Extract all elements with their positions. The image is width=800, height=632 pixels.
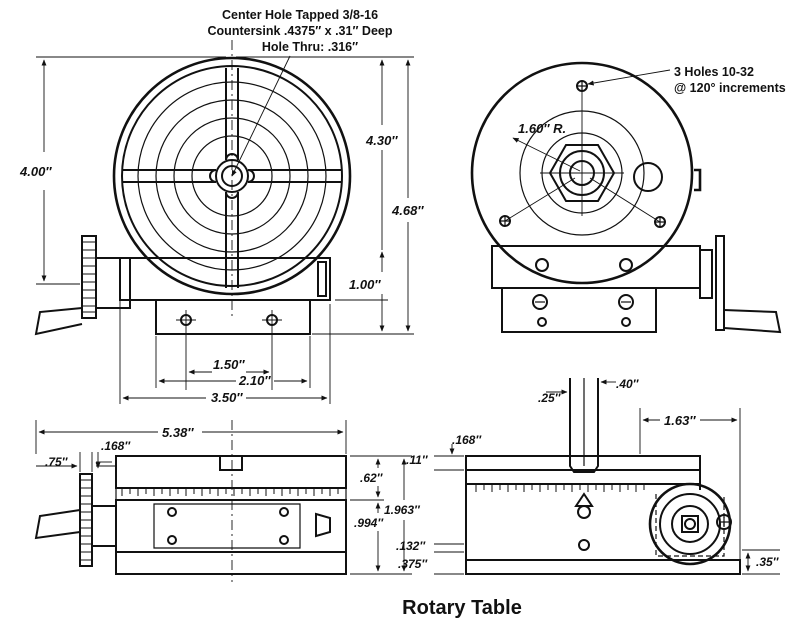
center-hole-note-line2: Countersink .4375″ x .31″ Deep bbox=[208, 24, 393, 38]
side-housing bbox=[115, 499, 347, 553]
dim-collar: .168″ bbox=[101, 439, 131, 453]
dim-height-total: 4.00″ bbox=[19, 164, 52, 179]
dim-hole-spacing: 1.50″ bbox=[213, 357, 245, 372]
holes-note-line1: 3 Holes 10-32 bbox=[674, 65, 754, 79]
dim-table-top: 4.30″ bbox=[365, 133, 398, 148]
front-housing bbox=[119, 257, 331, 301]
dim-base-height: 1.00″ bbox=[349, 277, 381, 292]
dim-radius: 1.60″ R. bbox=[518, 121, 566, 136]
lock-boss bbox=[633, 162, 663, 192]
dim-center: .994″ bbox=[354, 516, 384, 530]
front-view: 4.00″ 4.30″ 4.68″ 1.00″ 1.50″ 2.10″ 3.50… bbox=[19, 40, 424, 405]
section-housing bbox=[465, 484, 660, 561]
dim-top-plate: .62″ bbox=[360, 471, 384, 485]
dim-height: 1.963″ bbox=[384, 503, 421, 517]
side-view: 5.38″ .75″ .168″ .62″ .994″ 1.963″ bbox=[34, 420, 421, 582]
side-base bbox=[115, 551, 347, 575]
center-hole-note: Center Hole Tapped 3/8-16 Countersink .4… bbox=[208, 8, 393, 177]
end-handwheel bbox=[715, 235, 725, 331]
end-base bbox=[501, 287, 657, 333]
dim-length: 5.38″ bbox=[162, 425, 194, 440]
dim-base: .375″ bbox=[398, 557, 428, 571]
center-hole-note-line3: Hole Thru: .316″ bbox=[262, 40, 358, 54]
drawing-title: Rotary Table bbox=[402, 597, 522, 619]
dim-offset: 1.63″ bbox=[664, 413, 696, 428]
mounting-holes bbox=[499, 80, 666, 228]
end-view: 1.60″ R. 3 Holes 10-32 @ 120° increments bbox=[470, 61, 786, 334]
dim-handle: .75″ bbox=[45, 455, 69, 469]
handwheel bbox=[81, 235, 97, 319]
section-base bbox=[465, 559, 741, 575]
side-table-plate bbox=[115, 455, 347, 489]
graduation-band bbox=[121, 488, 339, 496]
section-graduation-band bbox=[475, 484, 645, 492]
end-crank-handle bbox=[723, 309, 782, 334]
front-base bbox=[155, 299, 311, 335]
dim-slot-width: .25″ bbox=[538, 391, 562, 405]
crank-handle bbox=[34, 307, 83, 336]
dim-table-dia: 3.50″ bbox=[211, 390, 243, 405]
section-view: .25″ .40″ .168″ .11″ 1.63″ .132″ .375″ .… bbox=[396, 377, 780, 575]
t-slots bbox=[122, 68, 342, 288]
dim-top-thickness: .168″ bbox=[452, 433, 482, 447]
holes-note-line2: @ 120° increments bbox=[674, 81, 786, 95]
dim-base-width: 2.10″ bbox=[238, 373, 271, 388]
dim-foot: .35″ bbox=[756, 555, 780, 569]
dim-overall: 4.68″ bbox=[391, 203, 424, 218]
side-crank-handle bbox=[34, 509, 81, 540]
center-hole-leader bbox=[231, 55, 291, 177]
side-handwheel bbox=[79, 473, 93, 567]
dim-slot-depth: .40″ bbox=[616, 377, 640, 391]
section-slot bbox=[569, 378, 599, 473]
dim-gap: .11″ bbox=[406, 453, 429, 467]
section-top-plate bbox=[465, 455, 701, 471]
dim-base-gap: .132″ bbox=[396, 539, 426, 553]
center-hole-note-line1: Center Hole Tapped 3/8-16 bbox=[222, 8, 378, 22]
